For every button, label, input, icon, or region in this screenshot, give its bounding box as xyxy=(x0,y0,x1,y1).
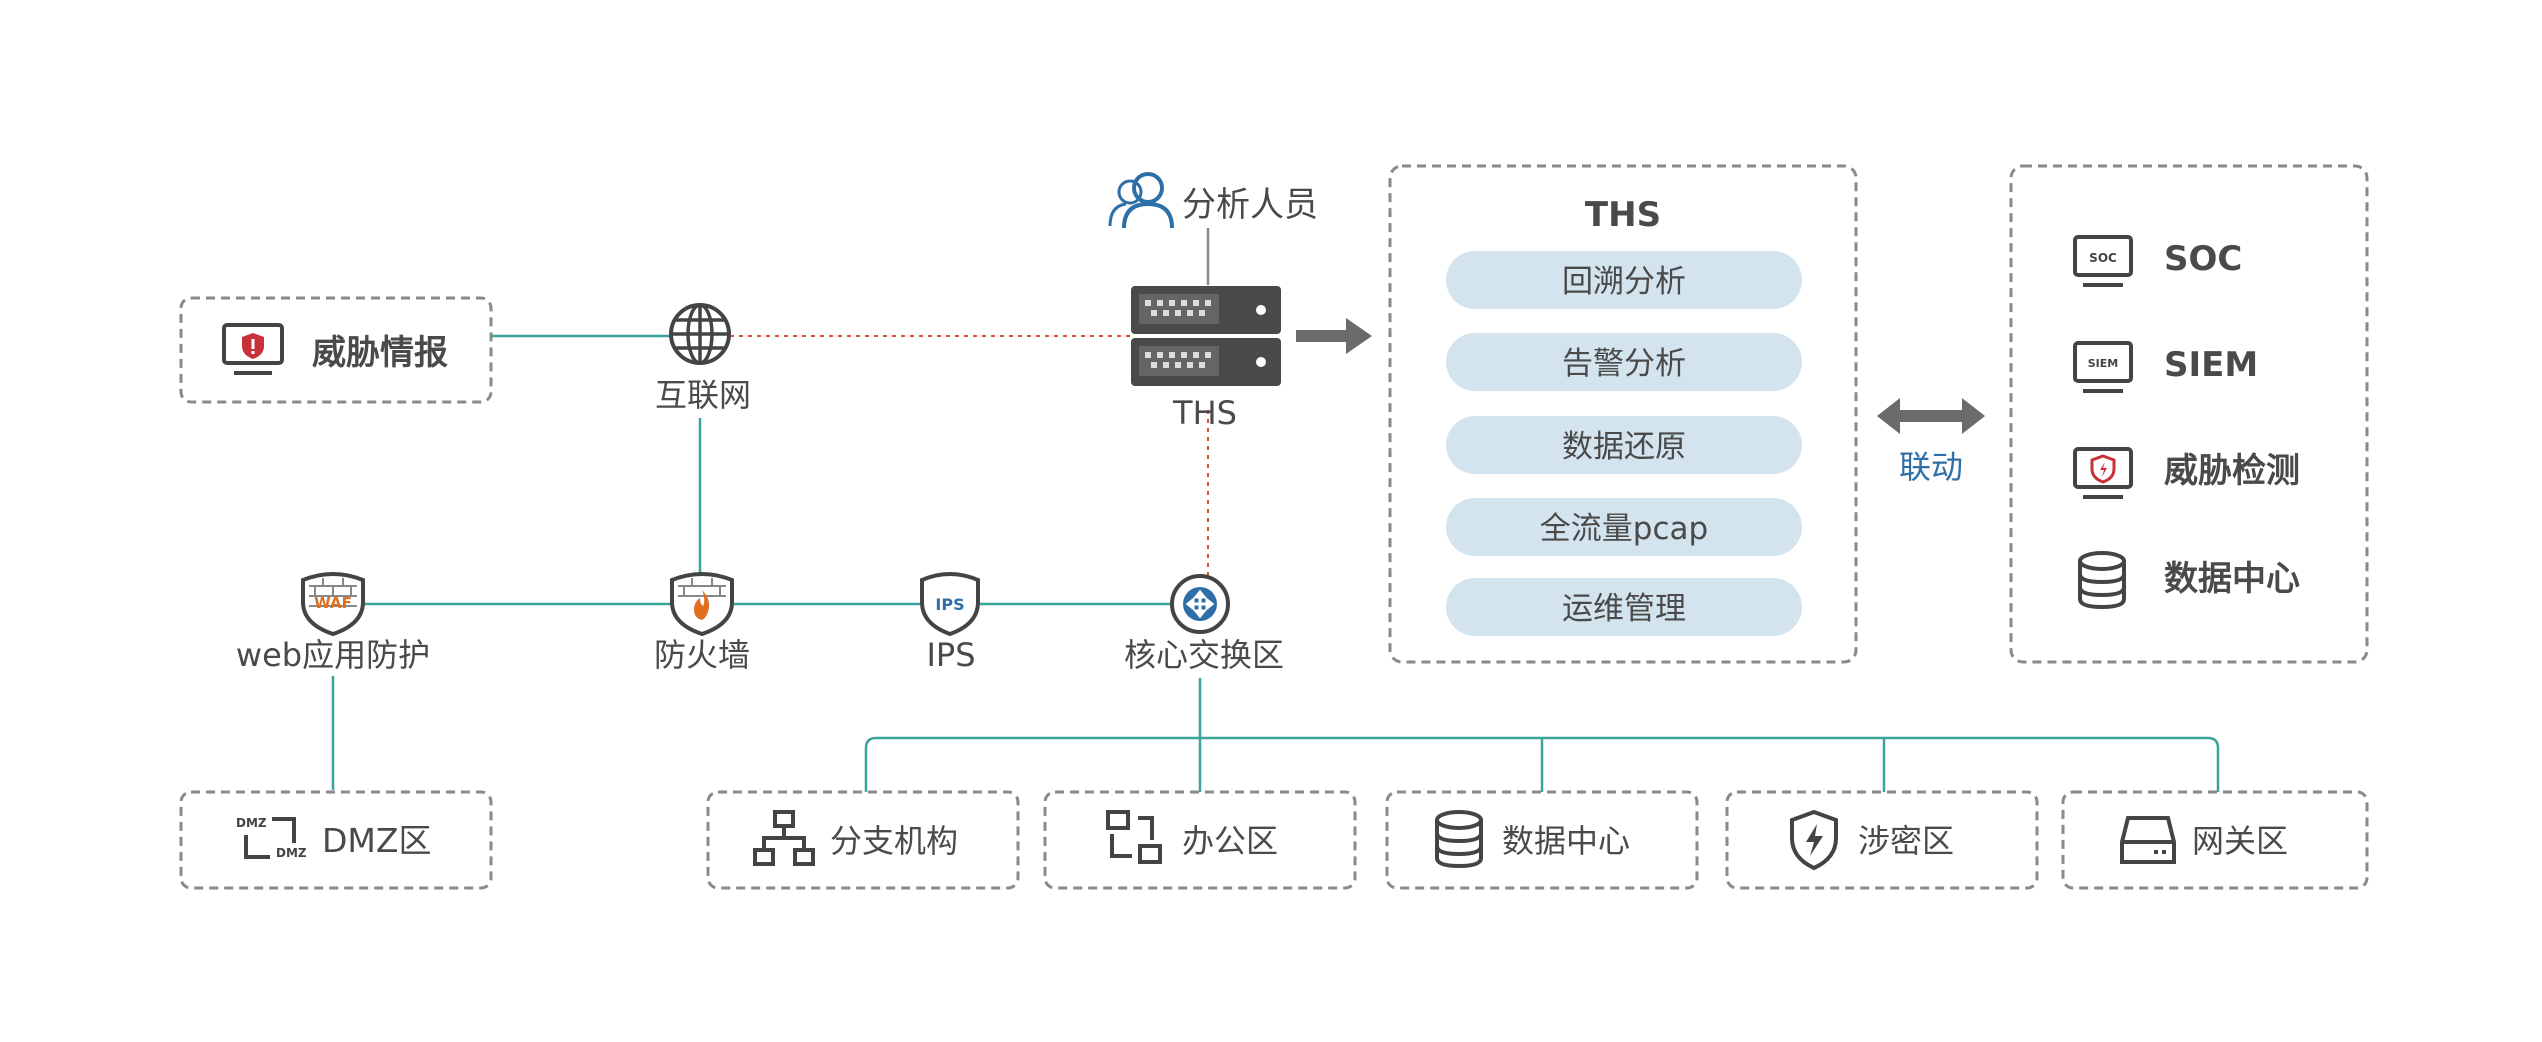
org-chart-icon xyxy=(753,810,815,866)
zone-box xyxy=(2061,790,2369,890)
zone-label: 数据中心 xyxy=(1502,822,1630,860)
ths-panel-items: 回溯分析 告警分析 数据还原 全流量pcap 运维管理 xyxy=(1446,251,1802,636)
connectors xyxy=(331,228,2220,792)
linkage-label: 联动 xyxy=(1899,448,1963,486)
zone-label: 网关区 xyxy=(2192,822,2288,860)
dmz-node: DMZ DMZ DMZ区 xyxy=(179,790,493,890)
gateway-icon xyxy=(2120,816,2176,864)
globe-icon xyxy=(669,303,731,365)
zone-office: 办公区 xyxy=(1043,790,1357,890)
firewall-icon xyxy=(670,572,734,637)
ths-server-node: THS xyxy=(1131,286,1281,432)
zone-branch: 分支机构 xyxy=(706,790,1020,890)
threat-intel-node: 威胁情报 xyxy=(179,296,493,404)
internet-node: 互联网 xyxy=(655,303,751,414)
waf-icon-text: WAF xyxy=(314,594,352,612)
zone-label: 办公区 xyxy=(1182,822,1278,860)
ths-server-label: THS xyxy=(1172,394,1237,432)
ths-panel: THS 回溯分析 告警分析 数据还原 全流量pcap 运维管理 xyxy=(1388,164,1858,664)
ths-item-pill xyxy=(1446,333,1802,391)
ths-item-pill xyxy=(1446,498,1802,556)
zone-label: 分支机构 xyxy=(830,822,958,860)
ths-item-pill xyxy=(1446,416,1802,474)
linkage: 联动 xyxy=(1877,398,1985,486)
integration-label: SOC xyxy=(2164,239,2242,279)
dmz-label: DMZ区 xyxy=(322,821,432,860)
shield-monitor-icon xyxy=(2073,447,2133,499)
core-switch-node: 核心交换区 xyxy=(1124,574,1284,674)
zone-box xyxy=(706,790,1020,890)
ths-panel-box xyxy=(1388,164,1858,664)
threat-intel-label: 威胁情报 xyxy=(312,333,448,373)
ths-item-pill xyxy=(1446,251,1802,309)
dmz-box xyxy=(179,790,493,890)
ths-item-pill xyxy=(1446,578,1802,636)
soc-monitor-icon: SOC xyxy=(2073,235,2133,287)
waf-node: WAF web应用防护 xyxy=(236,572,430,674)
integration-label: SIEM xyxy=(2164,345,2258,385)
server-icon xyxy=(1131,286,1281,386)
zone-box xyxy=(1385,790,1699,890)
waf-label: web应用防护 xyxy=(236,636,430,674)
integrations-box xyxy=(2009,164,2369,664)
firewall-label: 防火墙 xyxy=(654,636,750,674)
analyst-label: 分析人员 xyxy=(1182,185,1318,225)
zone-classified: 涉密区 xyxy=(1725,790,2039,890)
database-icon xyxy=(1435,810,1483,869)
ths-panel-title: THS xyxy=(1585,195,1661,235)
switch-icon xyxy=(1170,574,1230,634)
ths-item-label: 运维管理 xyxy=(1562,591,1686,627)
soc-icon-text: SOC xyxy=(2089,251,2117,265)
zone-label: 涉密区 xyxy=(1858,822,1954,860)
zone-box xyxy=(1043,790,1357,890)
ths-item-label: 数据还原 xyxy=(1562,429,1686,465)
zone-box xyxy=(1725,790,2039,890)
shield-bolt-icon xyxy=(1790,809,1838,871)
integration-label: 威胁检测 xyxy=(2164,451,2300,491)
dmz-icon-text-bottom: DMZ xyxy=(276,846,307,860)
arrow-right-icon xyxy=(1296,318,1372,354)
siem-icon-text: SIEM xyxy=(2088,357,2118,370)
double-arrow-icon xyxy=(1877,398,1985,434)
ips-icon-text: IPS xyxy=(935,595,964,614)
ips-node: IPS IPS xyxy=(920,572,980,674)
firewall-node: 防火墙 xyxy=(654,572,750,674)
integrations-panel: SOC SOC SIEM SIEM 威胁检测 数据中心 xyxy=(2009,164,2369,664)
shield-monitor-icon xyxy=(222,323,284,375)
threat-intel-box xyxy=(179,296,493,404)
waf-shield-icon: WAF xyxy=(301,572,365,637)
dmz-icon-text-top: DMZ xyxy=(236,816,267,830)
database-icon xyxy=(2078,551,2126,610)
siem-monitor-icon: SIEM xyxy=(2073,341,2133,393)
internet-label: 互联网 xyxy=(655,376,751,414)
ips-shield-icon: IPS xyxy=(920,572,980,637)
core-switch-label: 核心交换区 xyxy=(1124,636,1284,674)
zone-gateway: 网关区 xyxy=(2061,790,2369,890)
ths-item-label: 告警分析 xyxy=(1562,346,1686,382)
ips-label: IPS xyxy=(926,636,975,674)
user-group-icon xyxy=(1108,172,1174,229)
integration-label: 数据中心 xyxy=(2164,559,2300,599)
ths-item-label: 回溯分析 xyxy=(1562,264,1686,300)
ths-item-label: 全流量pcap xyxy=(1540,511,1708,547)
dmz-icon: DMZ DMZ xyxy=(236,816,307,860)
office-network-icon xyxy=(1106,810,1162,864)
analyst-node: 分析人员 xyxy=(1108,172,1318,229)
zone-datacenter: 数据中心 xyxy=(1385,790,1699,890)
